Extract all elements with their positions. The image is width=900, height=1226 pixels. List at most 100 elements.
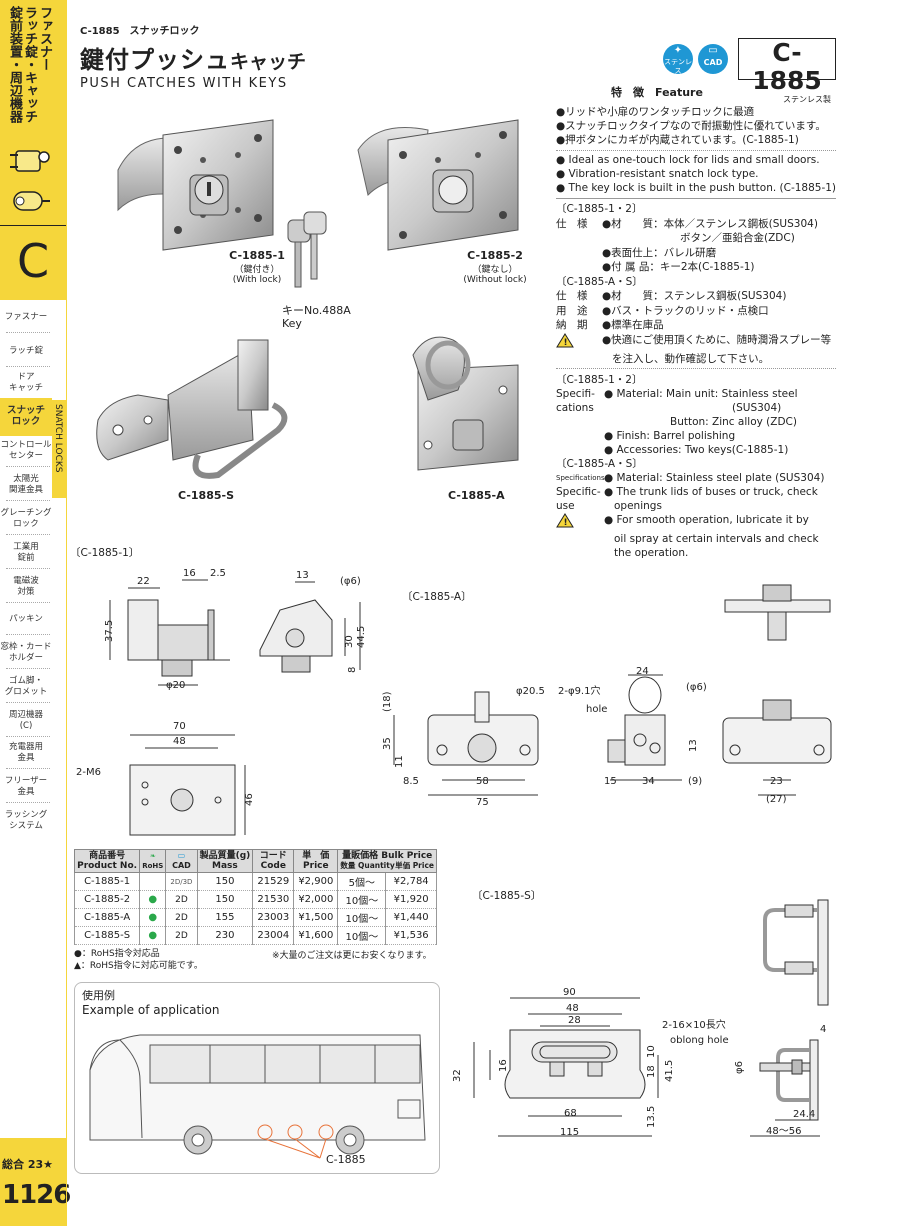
dim-label: 2-16×10長穴: [662, 1018, 726, 1031]
dim-label: 23: [770, 776, 783, 787]
col-product-jp: 商品番号: [89, 851, 126, 861]
spec-en-material2: ● Material: Stainless steel plate (SUS30…: [604, 472, 825, 484]
dim-label: 24: [636, 666, 649, 677]
dim-label: 13.5: [646, 1106, 657, 1128]
col-rohs: ❧RoHS: [139, 849, 167, 873]
application-title-en: Example of application: [82, 1003, 220, 1017]
dim-label: (φ6): [340, 576, 361, 587]
cell-mass: 150: [196, 890, 254, 909]
sidebar-item-control-center[interactable]: コントロール センター: [0, 440, 52, 461]
col-rohs-label: RoHS: [142, 862, 164, 870]
cad-badge-label: CAD: [703, 58, 723, 67]
table-row: C-1885-A ● 2D 155 23003 ¥1,500 10個～ ¥1,4…: [73, 908, 437, 927]
application-title-jp: 使用例: [82, 989, 115, 1002]
sidebar-item-industrial-lock[interactable]: 工業用 錠前: [13, 542, 39, 563]
dim-label: 58: [476, 776, 489, 787]
cell-cad: 2D/3D: [165, 872, 198, 891]
cell-qty: 5個～: [337, 872, 387, 891]
dim-label: 2.5: [210, 568, 226, 579]
sidebar-item-packing[interactable]: パッキン: [9, 614, 43, 624]
sidebar-item-solar[interactable]: 太陽光 関連金具: [8, 474, 43, 495]
drawing-label-c1885-s: 〔C-1885-S〕: [472, 890, 542, 902]
sidebar-item-rubber-feet[interactable]: ゴム脚・ グロメット: [4, 676, 48, 697]
product-material: ステンレス製: [783, 95, 831, 104]
page-title-jp-sub: キャッチ: [230, 51, 307, 73]
dim-label: 32: [452, 1069, 463, 1082]
feature-en-item: ● Vibration-resistant snatch lock type.: [556, 168, 759, 180]
cell-cad: 2D: [165, 908, 198, 927]
sidebar-item-latch-lock[interactable]: ラッチ錠: [8, 346, 43, 356]
spec-en-material-2: (SUS304): [732, 402, 782, 414]
snatch-tab: [52, 400, 66, 498]
cell-rohs: ●: [139, 890, 167, 909]
cell-rohs: [139, 872, 167, 891]
sidebar-item-freezer[interactable]: フリーザー 金具: [4, 776, 48, 797]
drawing-label-c1885-1: 〔C-1885-1〕: [70, 547, 140, 559]
spec-jp-label: 納 期: [556, 319, 588, 331]
dim-label: 68: [564, 1108, 577, 1119]
star-icon: ✦: [673, 45, 683, 56]
spec-jp-finish: ●表面仕上：バレル研磨: [602, 246, 717, 259]
dim-label: 13: [688, 739, 699, 752]
cell-cad: 2D: [165, 926, 198, 945]
sidebar-item-peripherals[interactable]: 周辺機器 (C): [8, 710, 43, 731]
note-rohs-possible: ▲：RoHS指令に対応可能です。: [74, 961, 203, 971]
dim-label: 16: [183, 568, 196, 579]
caption-c1885-a: C-1885-A: [448, 489, 505, 502]
sidebar-item-lashing[interactable]: ラッシング システム: [4, 810, 48, 831]
sidebar-item-emi[interactable]: 電磁波 対策: [13, 576, 39, 597]
sidebar-item-card-holder[interactable]: 窓枠・カード ホルダー: [0, 642, 52, 663]
sidebar-item-grating-lock[interactable]: グレーチング ロック: [0, 508, 52, 529]
col-code-jp: コード: [259, 851, 287, 861]
application-box: [74, 982, 440, 1174]
dim-label: 30: [344, 635, 355, 648]
cell-code: 23003: [252, 908, 295, 927]
cell-price: ¥1,600: [293, 926, 339, 945]
sidebar-item-snatch-lock[interactable]: スナッチ ロック: [6, 405, 45, 427]
dim-label: 13: [296, 570, 309, 581]
dim-label: φ20: [166, 680, 185, 691]
spec-jp: 〔C-1885-1・2〕 仕 様●材 質：本体／ステンレス鋼板(SUS304) …: [556, 202, 846, 367]
spec-en-label: Specifications: [556, 474, 605, 482]
photo-c1885-2: [357, 119, 519, 251]
cell-cad: 2D: [165, 890, 198, 909]
sidebar-active-tab-label: SNATCH LOCKS: [53, 404, 63, 473]
sidebar-footer-band: [0, 1138, 66, 1226]
table-row: C-1885-1 2D/3D 150 21529 ¥2,900 5個～ ¥2,7…: [73, 872, 437, 891]
dim-label: 70: [173, 721, 186, 732]
spec-jp-delivery: ●標準在庫品: [602, 319, 664, 331]
dim-label: 75: [476, 797, 489, 808]
photo-c1885-a: [412, 336, 519, 471]
dim-label: 16: [498, 1059, 509, 1072]
sidebar-item-charger[interactable]: 充電器用 金具: [8, 742, 43, 763]
dim-label: 10: [646, 1045, 657, 1058]
product-photos: [96, 119, 519, 479]
col-code-en: Code: [260, 861, 286, 871]
cell-product-no: C-1885-2: [73, 890, 141, 909]
sidebar-title-line: ファスナー: [37, 6, 52, 71]
sidebar-title-line: 錠前装置・周辺機器: [7, 6, 22, 123]
spec-en-use: ● The trunk lids of buses or truck, chec…: [604, 486, 818, 498]
document-icon: ▭: [708, 45, 718, 56]
sidebar-item-door-catch[interactable]: ドア キャッチ: [8, 372, 43, 393]
section-letter-box: C: [0, 225, 66, 298]
spec-jp-group2: 〔C-1885-A・S〕: [556, 275, 643, 288]
sidebar-item-fastener[interactable]: ファスナー: [4, 312, 48, 322]
spec-en-label: Specifi-: [556, 388, 595, 400]
spec-en-material: ● Material: Main unit: Stainless steel: [604, 388, 798, 400]
feature-list-jp: ●リッドや小扉のワンタッチロックに最適 ●スナッチロックタイプなので耐振動性に優…: [556, 105, 836, 147]
bus-illustration: [89, 1034, 426, 1159]
section-letter: C: [16, 234, 50, 288]
col-mass-jp: 製品質量(g): [199, 851, 251, 861]
col-cad-label: CAD: [172, 861, 191, 870]
col-cad: ▭CAD: [165, 849, 198, 873]
latch-icon: [13, 191, 50, 211]
page-title: 鍵付プッシュキャッチ: [80, 40, 306, 75]
col-price-en: Price: [303, 861, 329, 871]
dim-label: oblong hole: [670, 1035, 729, 1046]
feature-jp-item: ●押ボタンにカギが内蔵されています。(C-1885-1): [556, 134, 799, 146]
